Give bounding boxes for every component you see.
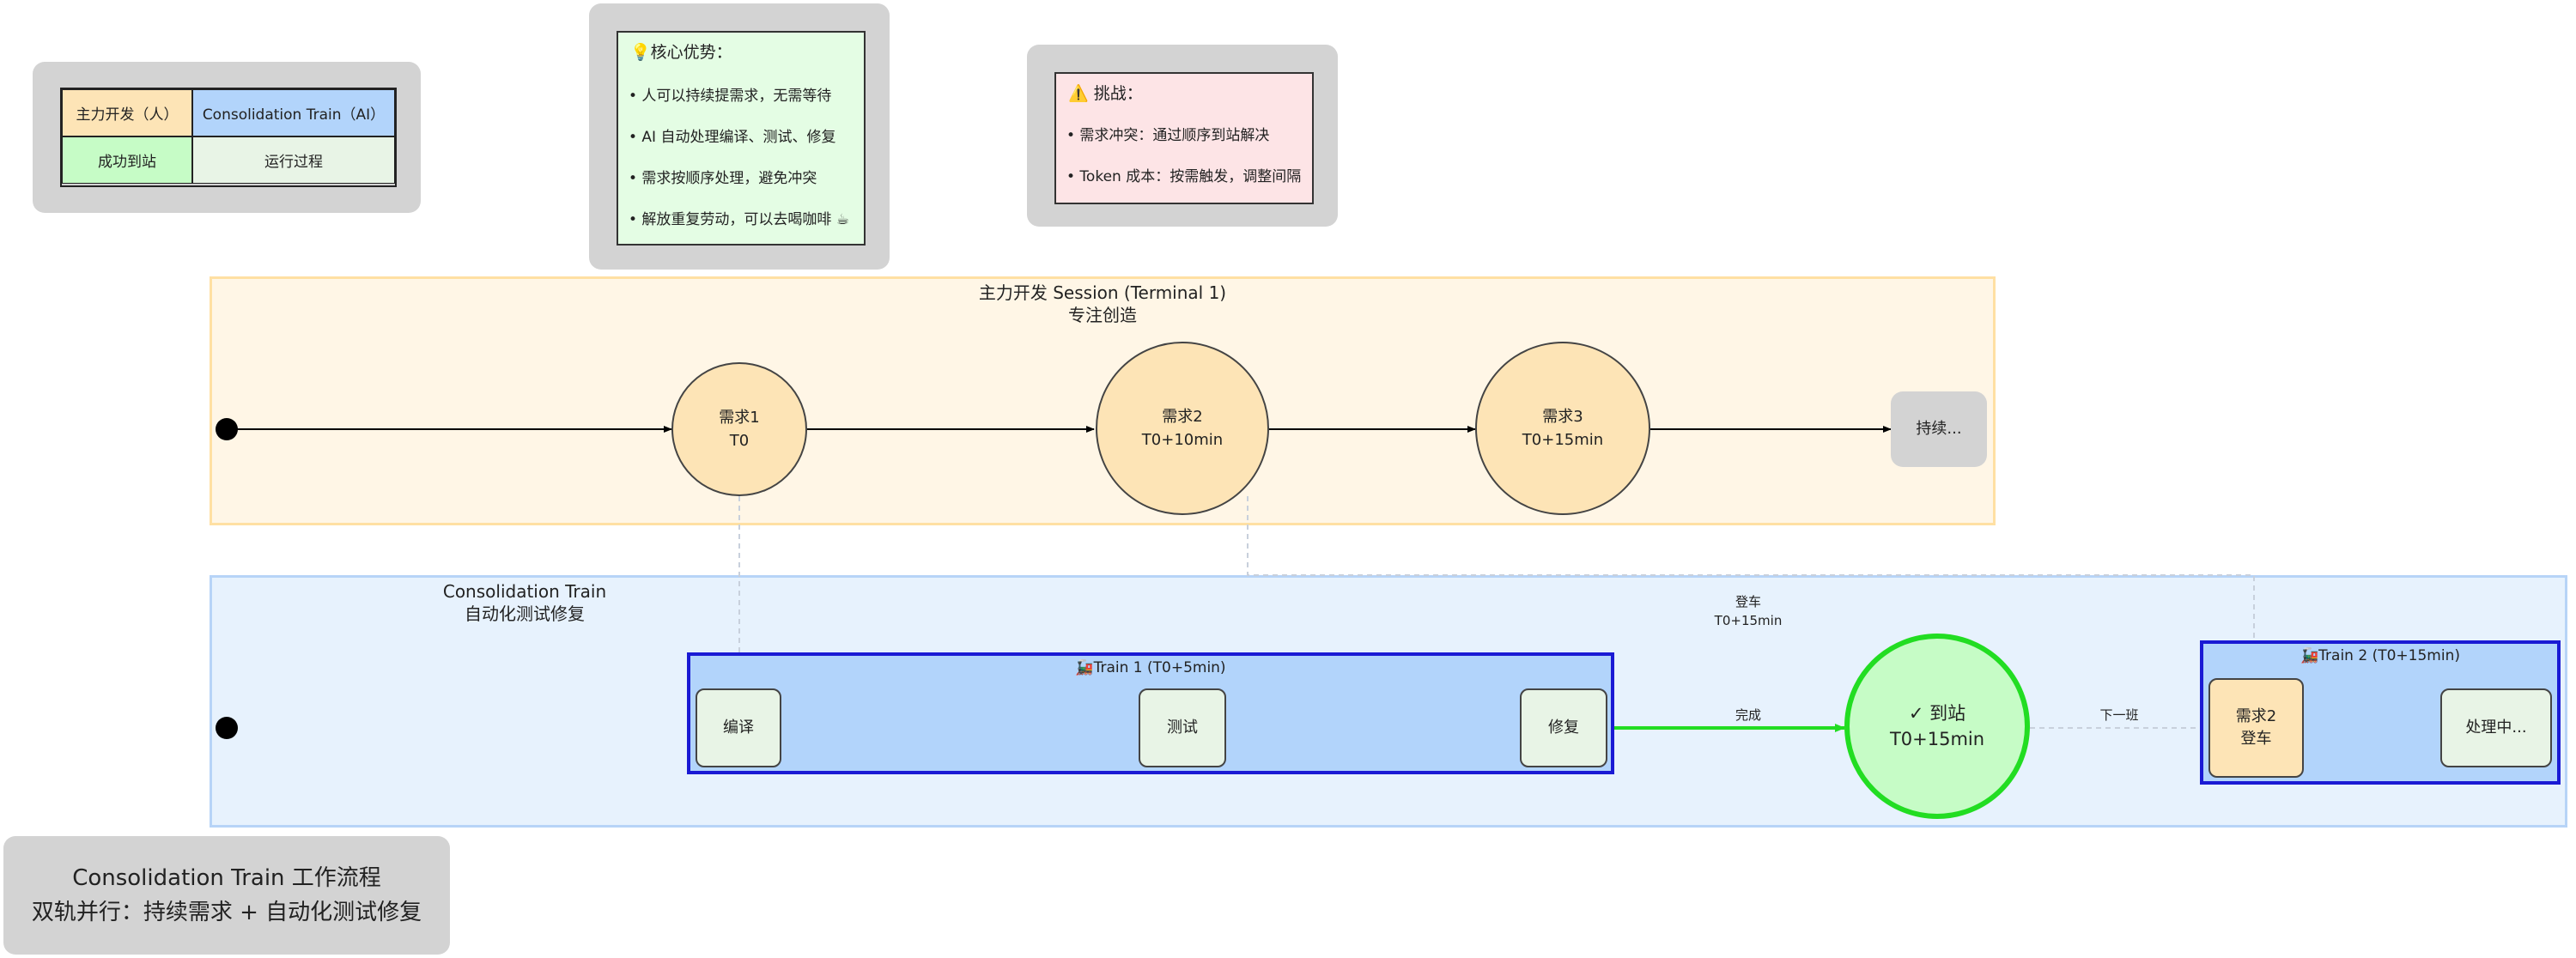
train-start-dot bbox=[216, 717, 238, 739]
step-compile-label: 编译 bbox=[723, 718, 754, 737]
footer-title: Consolidation Train 工作流程 bbox=[72, 865, 381, 891]
board-label-name: 登车 bbox=[1735, 594, 1761, 609]
requirement-2-name: 需求2 bbox=[1162, 408, 1203, 426]
requirement-3-name: 需求3 bbox=[1542, 408, 1583, 426]
requirement-3-time: T0+15min bbox=[1522, 431, 1604, 449]
train-lane-subtitle: 自动化测试修复 bbox=[465, 603, 585, 624]
advantages-title: 💡核心优势： bbox=[630, 43, 732, 62]
advantage-item: • 人可以持续提需求，无需等待 bbox=[629, 88, 832, 105]
legend-arrived: 成功到站 bbox=[62, 136, 192, 184]
requirement-2: 需求2 T0+10min bbox=[1096, 342, 1269, 515]
train-2-label: 🚂Train 2 (T0+15min) bbox=[2300, 647, 2460, 664]
boarding-name: 需求2 bbox=[2235, 707, 2277, 725]
next-train-label: 下一班 bbox=[2099, 707, 2139, 723]
main-lane-subtitle: 专注创造 bbox=[1068, 305, 1137, 325]
challenges-note: ⚠️ 挑战： • 需求冲突：通过顺序到站解决 • Token 成本：按需触发，调… bbox=[1054, 72, 1314, 204]
main-start-dot bbox=[216, 418, 238, 440]
step-fix-label: 修复 bbox=[1548, 718, 1579, 737]
arrival-name: ✓ 到站 bbox=[1908, 703, 1966, 724]
train-1-label: 🚂Train 1 (T0+5min) bbox=[1075, 659, 1226, 676]
step-test: 测试 bbox=[1139, 688, 1226, 767]
main-dev-lane: 主力开发 Session (Terminal 1) 专注创造 bbox=[210, 276, 1996, 525]
continue-node: 持续... bbox=[1891, 391, 1987, 467]
advantage-item: • 需求按顺序处理，避免冲突 bbox=[629, 170, 817, 187]
footer-subtitle: 双轨并行：持续需求 + 自动化测试修复 bbox=[31, 900, 422, 925]
advantages-card: 💡核心优势： • 人可以持续提需求，无需等待 • AI 自动处理编译、测试、修复… bbox=[589, 3, 890, 270]
requirement-2-time: T0+10min bbox=[1141, 431, 1224, 449]
challenge-item: • 需求冲突：通过顺序到站解决 bbox=[1066, 127, 1270, 144]
legend-running: 运行过程 bbox=[192, 136, 395, 184]
requirement-1-name: 需求1 bbox=[719, 409, 760, 427]
legend-train: Consolidation Train（AI） bbox=[192, 89, 395, 136]
step-compile: 编译 bbox=[696, 688, 781, 767]
legend-card: 主力开发（人） Consolidation Train（AI） 成功到站 运行过… bbox=[33, 62, 421, 213]
processing-label: 处理中... bbox=[2465, 718, 2527, 737]
challenge-item: • Token 成本：按需触发，调整间隔 bbox=[1066, 168, 1302, 185]
train-lane-title: Consolidation Train bbox=[442, 581, 607, 602]
requirement-1-time: T0 bbox=[729, 432, 750, 450]
arrival-station: ✓ 到站 T0+15min bbox=[1844, 634, 2030, 819]
requirement-1: 需求1 T0 bbox=[671, 362, 807, 496]
processing-node: 处理中... bbox=[2440, 688, 2552, 767]
challenges-card: ⚠️ 挑战： • 需求冲突：通过顺序到站解决 • Token 成本：按需触发，调… bbox=[1027, 45, 1338, 227]
arrival-time: T0+15min bbox=[1889, 729, 1985, 749]
continue-label: 持续... bbox=[1916, 420, 1962, 438]
advantages-note: 💡核心优势： • 人可以持续提需求，无需等待 • AI 自动处理编译、测试、修复… bbox=[617, 31, 866, 246]
legend-main-dev: 主力开发（人） bbox=[62, 89, 192, 136]
board-label: 登车 T0+15min bbox=[1709, 592, 1788, 630]
boarding-action: 登车 bbox=[2240, 730, 2272, 748]
challenges-title: ⚠️ 挑战： bbox=[1068, 84, 1143, 103]
board-label-time: T0+15min bbox=[1714, 613, 1783, 628]
advantage-item: • AI 自动处理编译、测试、修复 bbox=[629, 129, 836, 146]
done-label: 完成 bbox=[1735, 707, 1761, 723]
requirement-3: 需求3 T0+15min bbox=[1475, 342, 1650, 515]
legend-table: 主力开发（人） Consolidation Train（AI） 成功到站 运行过… bbox=[60, 88, 397, 187]
step-test-label: 测试 bbox=[1167, 718, 1198, 737]
main-lane-title: 主力开发 Session (Terminal 1) bbox=[978, 282, 1227, 303]
boarding-requirement-2: 需求2 登车 bbox=[2208, 678, 2304, 778]
req2-to-boarding bbox=[1247, 496, 2257, 677]
advantage-item: • 解放重复劳动，可以去喝咖啡 ☕ bbox=[629, 211, 850, 228]
step-fix: 修复 bbox=[1520, 688, 1607, 767]
footer-card: Consolidation Train 工作流程 双轨并行：持续需求 + 自动化… bbox=[3, 836, 450, 955]
